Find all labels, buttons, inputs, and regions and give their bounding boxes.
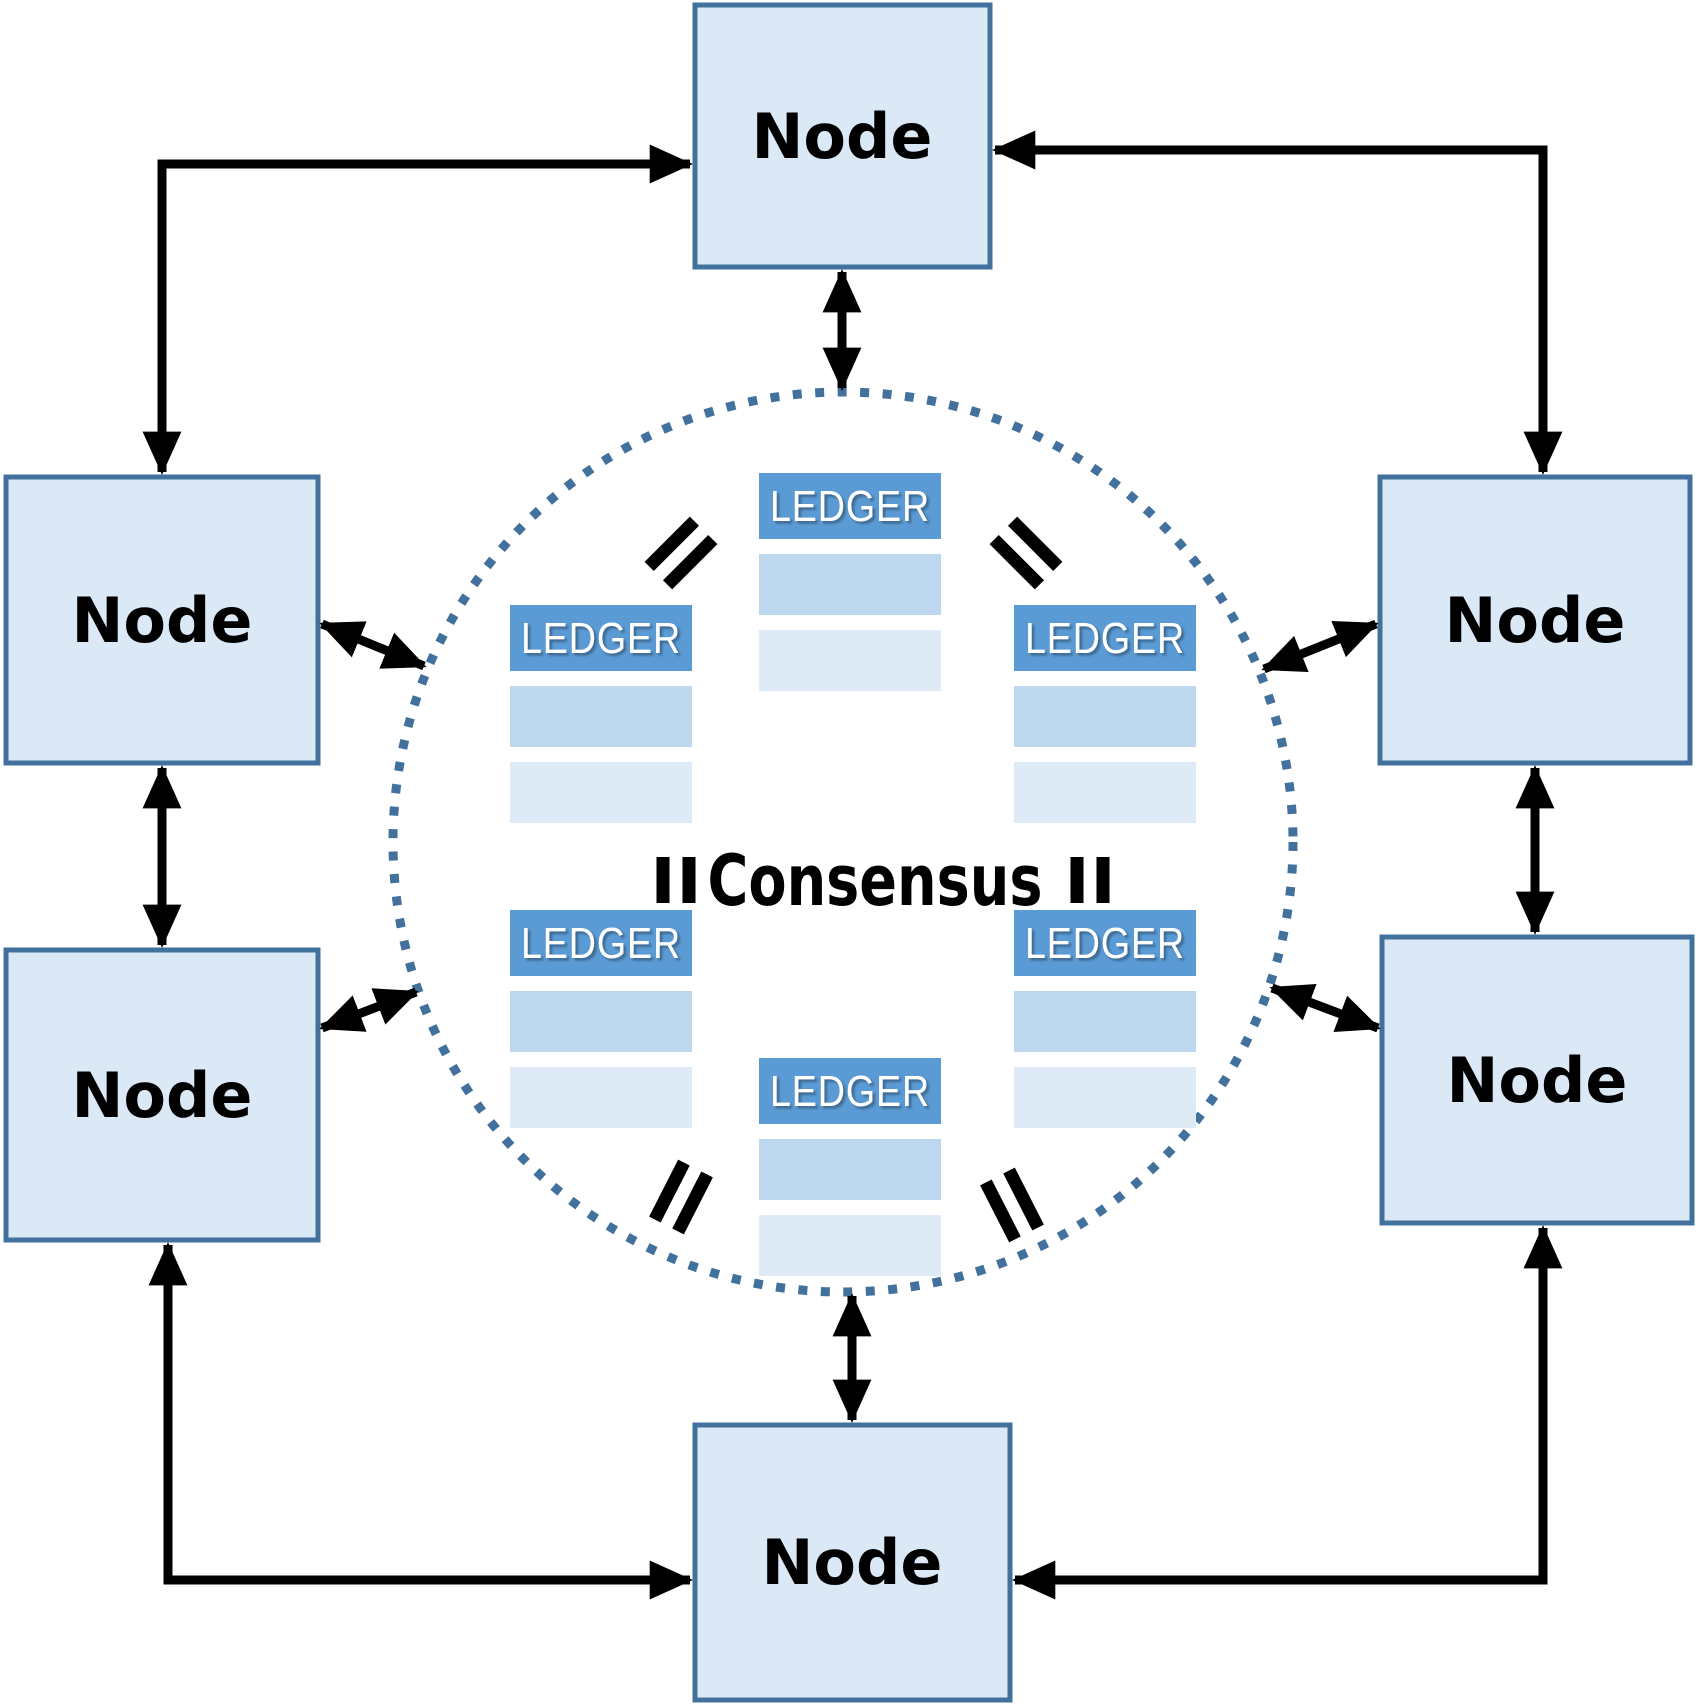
node-label: Node: [752, 100, 933, 173]
node-box-lower-right: Node: [1379, 934, 1695, 1226]
ledger-header-label: LEDGER: [1025, 614, 1185, 663]
node-box-top: Node: [692, 2, 993, 270]
node-box-lower-left: Node: [3, 947, 321, 1243]
node-rect: [3, 947, 321, 1243]
node-box-bottom: Node: [692, 1422, 1013, 1703]
ledger-block-upper-right: LEDGER: [1014, 605, 1196, 823]
arrow-lower-left-node-to-circle: [319, 987, 419, 1033]
node-rect: [3, 474, 321, 766]
ledger-row: [510, 1067, 692, 1128]
node-label: Node: [1445, 584, 1626, 657]
arrow-top-node-to-upper-left-node: [142, 144, 693, 475]
equals-icon-lower-left: [649, 1159, 713, 1235]
ledger-header-label: LEDGER: [770, 1067, 930, 1116]
consensus-circle: [388, 387, 1298, 1297]
ledger-header-label: LEDGER: [1025, 919, 1185, 968]
ledger-header: [759, 1058, 941, 1124]
equals-marks: [644, 516, 1110, 1243]
equals-icon-middle-left: [656, 857, 696, 903]
ledger-header: [510, 605, 692, 671]
node-rect: [692, 2, 993, 270]
consensus-label: Consensus: [708, 840, 1043, 922]
ledger-header: [759, 473, 941, 539]
node-rect: [1377, 474, 1693, 766]
equals-icon-middle-right: [1070, 857, 1110, 903]
ledger-row: [510, 991, 692, 1052]
arrow-upper-left-node-to-circle: [319, 619, 427, 671]
ledger-row: [759, 1215, 941, 1276]
node-label: Node: [1447, 1044, 1628, 1117]
ledger-header-label: LEDGER: [521, 919, 681, 968]
ledger-header: [1014, 910, 1196, 976]
arrow-upper-right-node-to-circle: [1261, 619, 1379, 674]
ledger-header: [1014, 605, 1196, 671]
equals-icon-upper-left: [644, 516, 718, 590]
ledger-row: [1014, 991, 1196, 1052]
ledger-row: [510, 762, 692, 823]
arrow-bottom-node-to-lower-left-node: [148, 1242, 693, 1600]
ledger-row: [510, 686, 692, 747]
ledger-row: [759, 554, 941, 615]
node-label: Node: [72, 1059, 253, 1132]
node-label: Node: [72, 584, 253, 657]
node-label: Node: [762, 1526, 943, 1599]
ledger-block-bottom: LEDGER: [759, 1058, 941, 1276]
equals-icon-upper-right: [989, 516, 1063, 590]
ledger-header-label: LEDGER: [770, 482, 930, 531]
ledger-block-lower-left: LEDGER: [510, 910, 692, 1128]
ledger-block-lower-right: LEDGER: [1014, 910, 1196, 1128]
ledger-row: [1014, 1067, 1196, 1128]
arrow-lower-right-node-to-circle: [1269, 983, 1381, 1033]
connectors: [142, 130, 1563, 1600]
ledger-header-label: LEDGER: [521, 614, 681, 663]
arrow-top-node-to-upper-right-node: [992, 130, 1563, 475]
equals-icon-lower-right: [980, 1167, 1044, 1243]
ledger-block-top: LEDGER: [759, 473, 941, 691]
node-box-upper-left: Node: [3, 474, 321, 766]
node-rect: [1379, 934, 1695, 1226]
ledger-row: [759, 630, 941, 691]
ledger-row: [1014, 686, 1196, 747]
node-box-upper-right: Node: [1377, 474, 1693, 766]
node-rect: [692, 1422, 1013, 1703]
arrow-bottom-node-to-lower-right-node: [1012, 1225, 1563, 1600]
ledger-row: [1014, 762, 1196, 823]
ledger-row: [759, 1139, 941, 1200]
ledger-block-upper-left: LEDGER: [510, 605, 692, 823]
node-boxes: Node Node Node Node Node Node: [3, 2, 1695, 1703]
ledger-header: [510, 910, 692, 976]
